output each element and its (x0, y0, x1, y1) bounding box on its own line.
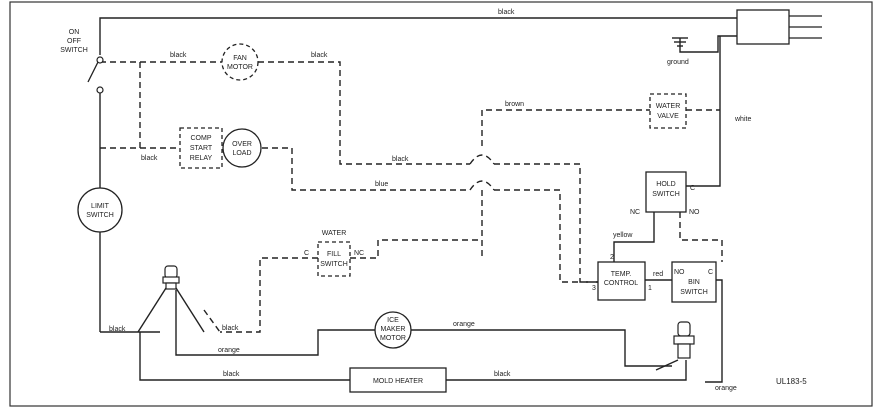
hold-switch: HOLD SWITCH C NC NO (630, 171, 700, 216)
water-valve-label-1: WATER (656, 103, 681, 110)
mold-heater: MOLD HEATER (349, 367, 447, 393)
ice-motor-label-1: ICE (387, 317, 399, 324)
wire-label-orange-left: orange (218, 347, 240, 354)
hold-terminal-nc: NC (630, 209, 640, 216)
fan-motor-label-2: MOTOR (227, 64, 253, 71)
limit-switch-label-1: LIMIT (91, 203, 110, 210)
fill-switch-label-1: WATER (322, 230, 347, 237)
wire-label-yellow: yellow (613, 232, 633, 239)
wire-label-black-relay: black (141, 155, 158, 162)
wire-label-black-mid: black (392, 156, 409, 163)
wire-label-white: white (734, 116, 751, 123)
overload-label-1: OVER (232, 141, 252, 148)
on-off-switch: ON OFF SWITCH (60, 29, 104, 94)
thermostat-sensor-left (162, 265, 180, 290)
bin-switch-label-1: BIN (688, 279, 700, 286)
power-plug (736, 9, 822, 45)
limit-switch-label-2: SWITCH (86, 212, 114, 219)
on-off-label-3: SWITCH (60, 47, 88, 54)
bin-switch: BIN SWITCH NO C (671, 261, 717, 303)
hold-terminal-no: NO (689, 209, 700, 216)
fill-terminal-c: C (304, 250, 309, 257)
wire-label-blue: blue (375, 181, 388, 188)
relay-label-3: RELAY (190, 155, 213, 162)
temp-control-label-1: TEMP. (611, 271, 632, 278)
fan-motor: FAN MOTOR (221, 43, 259, 81)
wire-label-orange-right: orange (715, 385, 737, 392)
fill-terminal-nc: NC (354, 250, 364, 257)
wire-label-ground: ground (667, 59, 689, 66)
wire-labels: black black black black black brown blue… (109, 9, 751, 392)
water-valve-label-2: VALVE (657, 113, 679, 120)
wire-label-black-heater-right: black (494, 371, 511, 378)
fan-motor-label-1: FAN (233, 55, 247, 62)
wire-label-black-fan-right: black (311, 52, 328, 59)
wire-label-black-top: black (498, 9, 515, 16)
temp-terminal-1: 1 (648, 285, 652, 292)
on-off-label-2: OFF (67, 38, 81, 45)
temp-terminal-3: 3 (592, 285, 596, 292)
solid-wires (99, 17, 737, 383)
wire-label-black-fan-left: black (170, 52, 187, 59)
bin-terminal-no: NO (674, 269, 685, 276)
bin-switch-label-2: SWITCH (680, 289, 708, 296)
hold-switch-label-1: HOLD (656, 181, 675, 188)
hold-terminal-c: C (690, 185, 695, 192)
ice-motor-label-2: MAKER (381, 326, 406, 333)
wire-label-red: red (653, 271, 663, 278)
drawing-code: UL183-5 (776, 377, 807, 386)
water-fill-switch: WATER FILL SWITCH C NC (304, 230, 364, 277)
fill-switch-label-3: SWITCH (320, 261, 348, 268)
wire-label-black-heater-left: black (223, 371, 240, 378)
wire-label-black-fill: black (222, 325, 239, 332)
hold-switch-label-2: SWITCH (652, 191, 680, 198)
water-valve: WATER VALVE (649, 93, 687, 129)
wire-label-black-limit: black (109, 326, 126, 333)
relay-label-1: COMP (191, 135, 212, 142)
overload-label-2: LOAD (232, 150, 251, 157)
bin-terminal-c: C (708, 269, 713, 276)
ice-motor-label-3: MOTOR (380, 335, 406, 342)
temp-control: TEMP. CONTROL 2 3 1 (592, 254, 652, 301)
comp-start-relay: COMP START RELAY (179, 127, 223, 169)
relay-label-2: START (190, 145, 213, 152)
wire-label-brown: brown (505, 101, 524, 108)
temp-control-label-2: CONTROL (604, 280, 638, 287)
fill-switch-label-2: FILL (327, 251, 341, 258)
wire-label-orange-top: orange (453, 321, 475, 328)
overload: OVER LOAD (222, 128, 262, 168)
temp-terminal-2: 2 (610, 254, 614, 261)
ice-maker-motor: ICE MAKER MOTOR (374, 311, 412, 349)
thermostat-sensor-right (673, 321, 695, 359)
mold-heater-label: MOLD HEATER (373, 378, 423, 385)
dashed-wires (100, 61, 723, 333)
limit-switch: LIMIT SWITCH (77, 187, 123, 233)
on-off-label-1: ON (69, 29, 80, 36)
diagram-frame (9, 1, 873, 407)
